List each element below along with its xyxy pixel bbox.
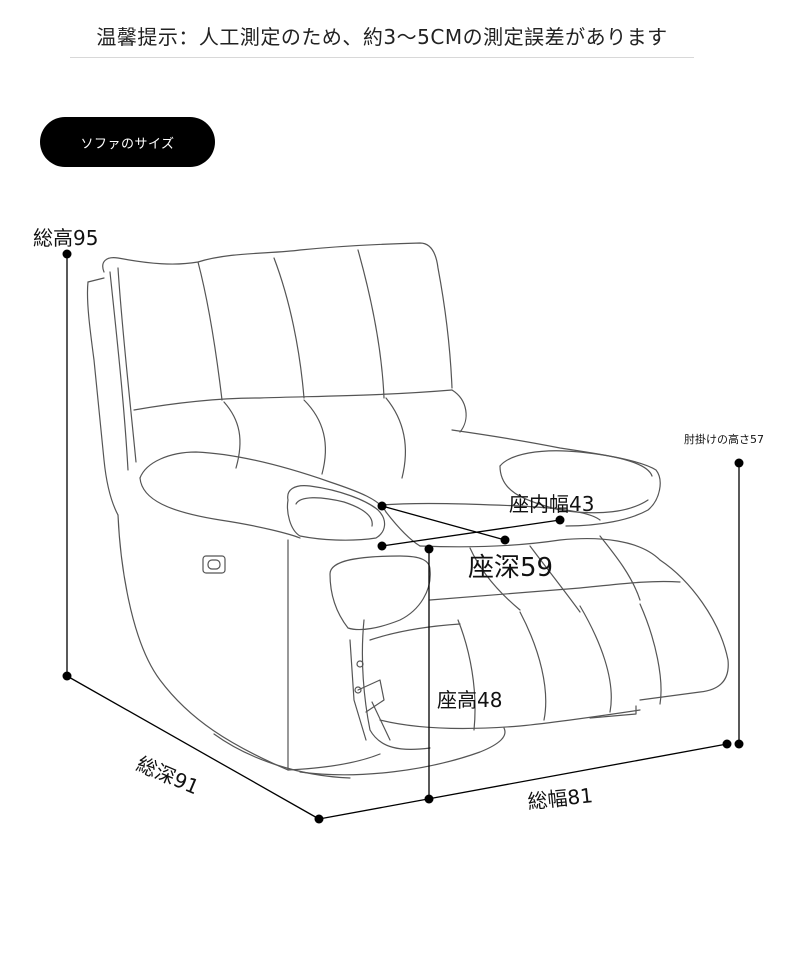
section-label-pill: ソファのサイズ bbox=[40, 117, 215, 167]
total-height-label: 総高95 bbox=[33, 226, 99, 250]
measurement-notice: 温馨提示：人工測定のため、約3～5CMの測定誤差があります bbox=[70, 14, 694, 58]
dimension-lines bbox=[66, 254, 740, 820]
notice-text: 温馨提示：人工測定のため、約3～5CMの測定誤差があります bbox=[96, 25, 668, 49]
section-label: ソファのサイズ bbox=[80, 136, 175, 152]
armrest-height-label: 肘掛けの高さ57 bbox=[684, 433, 764, 446]
seat-inner-width-label: 座内幅43 bbox=[509, 492, 595, 516]
dimension-endpoints bbox=[62, 249, 744, 824]
seat-height-label: 座高48 bbox=[437, 688, 503, 712]
recliner-sketch bbox=[86, 242, 729, 779]
seat-depth-label: 座深59 bbox=[468, 553, 554, 583]
